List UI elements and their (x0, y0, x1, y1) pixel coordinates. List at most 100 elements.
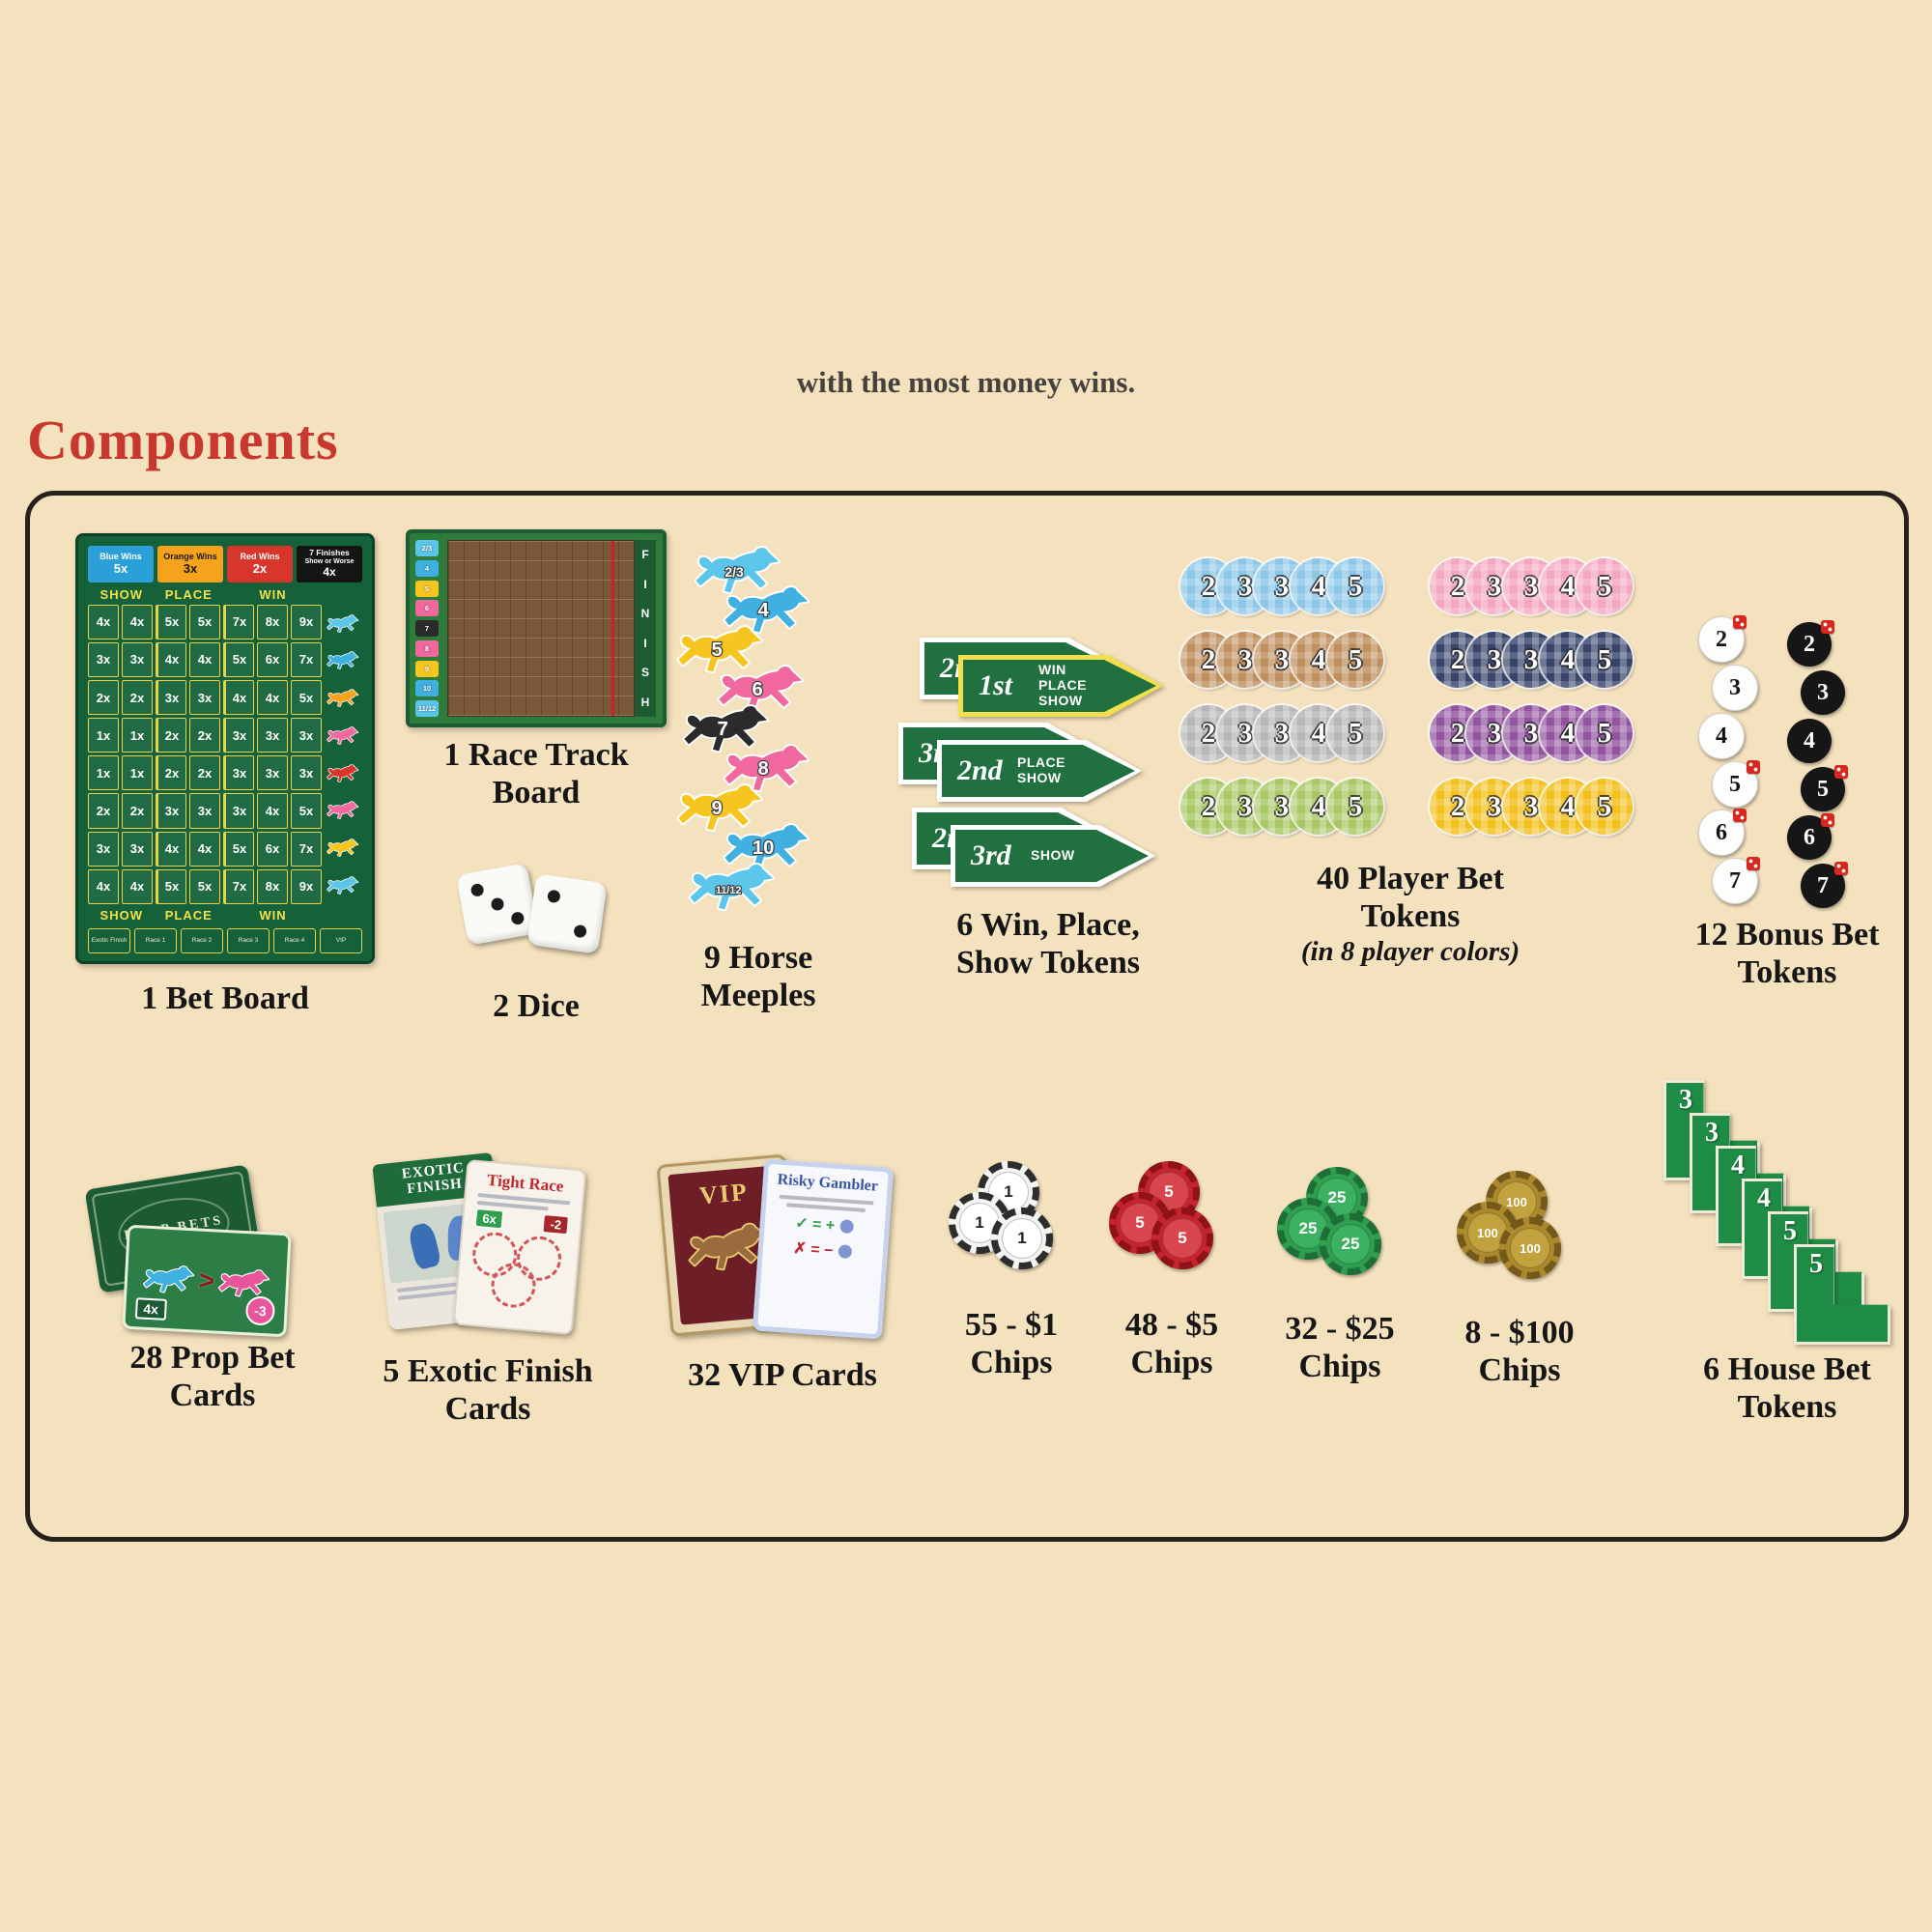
bet-board-cell: 3x (122, 831, 153, 867)
bet-board-footer-box: Race 3 (227, 928, 270, 953)
house-bet-tokens-caption: 6 House Bet Tokens (1703, 1351, 1871, 1426)
intro-text-fragment: with the most money wins. (796, 365, 1136, 399)
horse-meeple: 7 (682, 701, 771, 755)
poker-chip: 25 (1320, 1213, 1381, 1275)
horse-icon (327, 651, 359, 670)
player-bet-tokens-caption: 40 Player Bet Tokens (in 8 player colors… (1300, 861, 1520, 967)
bet-board-side-horse-icon (327, 725, 359, 746)
components-frame (25, 491, 1909, 1542)
die-pip (573, 924, 588, 939)
bonus-bet-token-white: 6 (1698, 809, 1747, 856)
bet-board-cell: 3x (223, 793, 254, 829)
one-dollar-chips-caption: 55 - $1 Chips (964, 1307, 1059, 1381)
multiplier-badge: 4x (134, 1297, 167, 1321)
horse-icon-pink (217, 1265, 271, 1301)
bonus-bet-token-black: 3 (1801, 670, 1845, 715)
die-pip (510, 910, 526, 925)
penalty-badge: -2 (542, 1214, 569, 1236)
die-pip (490, 896, 505, 912)
poker-chip-value: 25 (1330, 1224, 1371, 1264)
horse-icon: 10 (723, 823, 810, 872)
horse-icon: 11/12 (688, 863, 776, 912)
horse-meeple: 5 (676, 622, 765, 676)
player-bet-token: 5 (1327, 558, 1383, 614)
horse-meeple: 2/3 (694, 543, 782, 597)
player-bet-token: 5 (1327, 632, 1383, 688)
hundred-dollar-chips-caption: 8 - $100 Chips (1464, 1315, 1575, 1389)
bet-board-cell: 4x (257, 793, 288, 829)
bonus-bet-token-black: 2 (1787, 620, 1834, 667)
poker-chip-value: 100 (1510, 1228, 1550, 1268)
horse-icon (327, 726, 359, 745)
card-title: VIP (697, 1178, 750, 1210)
bet-board-footer-box: Race 2 (181, 928, 223, 953)
wps-tokens-illustration: 2nd1stWINPLACESHOW3rd2ndPLACESHOW2nd3rdS… (898, 638, 1198, 894)
prop-bet-card-front: >4x-3 (122, 1224, 292, 1338)
bet-board-cell: 4x (189, 641, 220, 677)
bonus-bet-token-white: 2 (1698, 615, 1747, 663)
bet-board-footer-box: Race 1 (134, 928, 177, 953)
token-number: 3 (1679, 1085, 1692, 1115)
bet-board-cell: 2x (156, 718, 186, 753)
bet-board-cell: 3x (88, 831, 119, 867)
house-bet-token: 5 (1794, 1244, 1890, 1345)
race-track-lane-marker: 8 (415, 639, 439, 657)
bet-board-side-horse-icon (327, 800, 359, 820)
bet-board-cell: 4x (156, 831, 186, 867)
bet-board-cell: 4x (122, 604, 153, 639)
red-die-icon (1733, 809, 1747, 822)
bet-board-cell: 3x (88, 641, 119, 677)
horse-meeple: 4 (723, 582, 811, 637)
bet-board-side-horse-icon (327, 688, 359, 708)
poker-chip-value: 5 (1162, 1218, 1203, 1259)
horse-meeple: 9 (676, 781, 765, 835)
bet-board-cell: 5x (291, 679, 322, 716)
prop-bet-cards-illustration: PROP BETS>4x-3 (84, 1157, 333, 1338)
token-number: 3 (1705, 1118, 1719, 1148)
horse-icon (142, 1265, 194, 1293)
minus-rule: ✗ = − (757, 1236, 888, 1264)
player-bet-token: 5 (1577, 705, 1633, 761)
svg-text:11/12: 11/12 (716, 885, 742, 896)
race-track-lane-marker: 10 (415, 680, 439, 697)
red-die-icon (1821, 620, 1834, 634)
token-number: 4 (1731, 1151, 1745, 1180)
die (456, 863, 539, 946)
bet-board-cell: 5x (189, 604, 220, 639)
token-number: 5 (1783, 1216, 1797, 1246)
svg-text:9: 9 (711, 798, 722, 819)
bet-board-cell: 3x (291, 755, 322, 791)
bet-board-cell: 4x (223, 679, 254, 716)
card-title: Risky Gambler (777, 1171, 879, 1195)
twentyfive-dollar-chips-caption: 32 - $25 Chips (1285, 1311, 1395, 1385)
race-track-surface (447, 540, 635, 717)
bet-board-cell: 9x (291, 604, 322, 639)
svg-text:8: 8 (757, 758, 768, 780)
bet-board-cell: 7x (223, 868, 254, 904)
vip-card-front: Risky Gambler✓ = +✗ = − (752, 1158, 895, 1340)
horse-icon (685, 1218, 772, 1275)
bonus-bet-token-white: 4 (1698, 713, 1745, 759)
bet-board-cell: 3x (189, 679, 220, 716)
poker-chip-value: 1 (1002, 1218, 1042, 1259)
